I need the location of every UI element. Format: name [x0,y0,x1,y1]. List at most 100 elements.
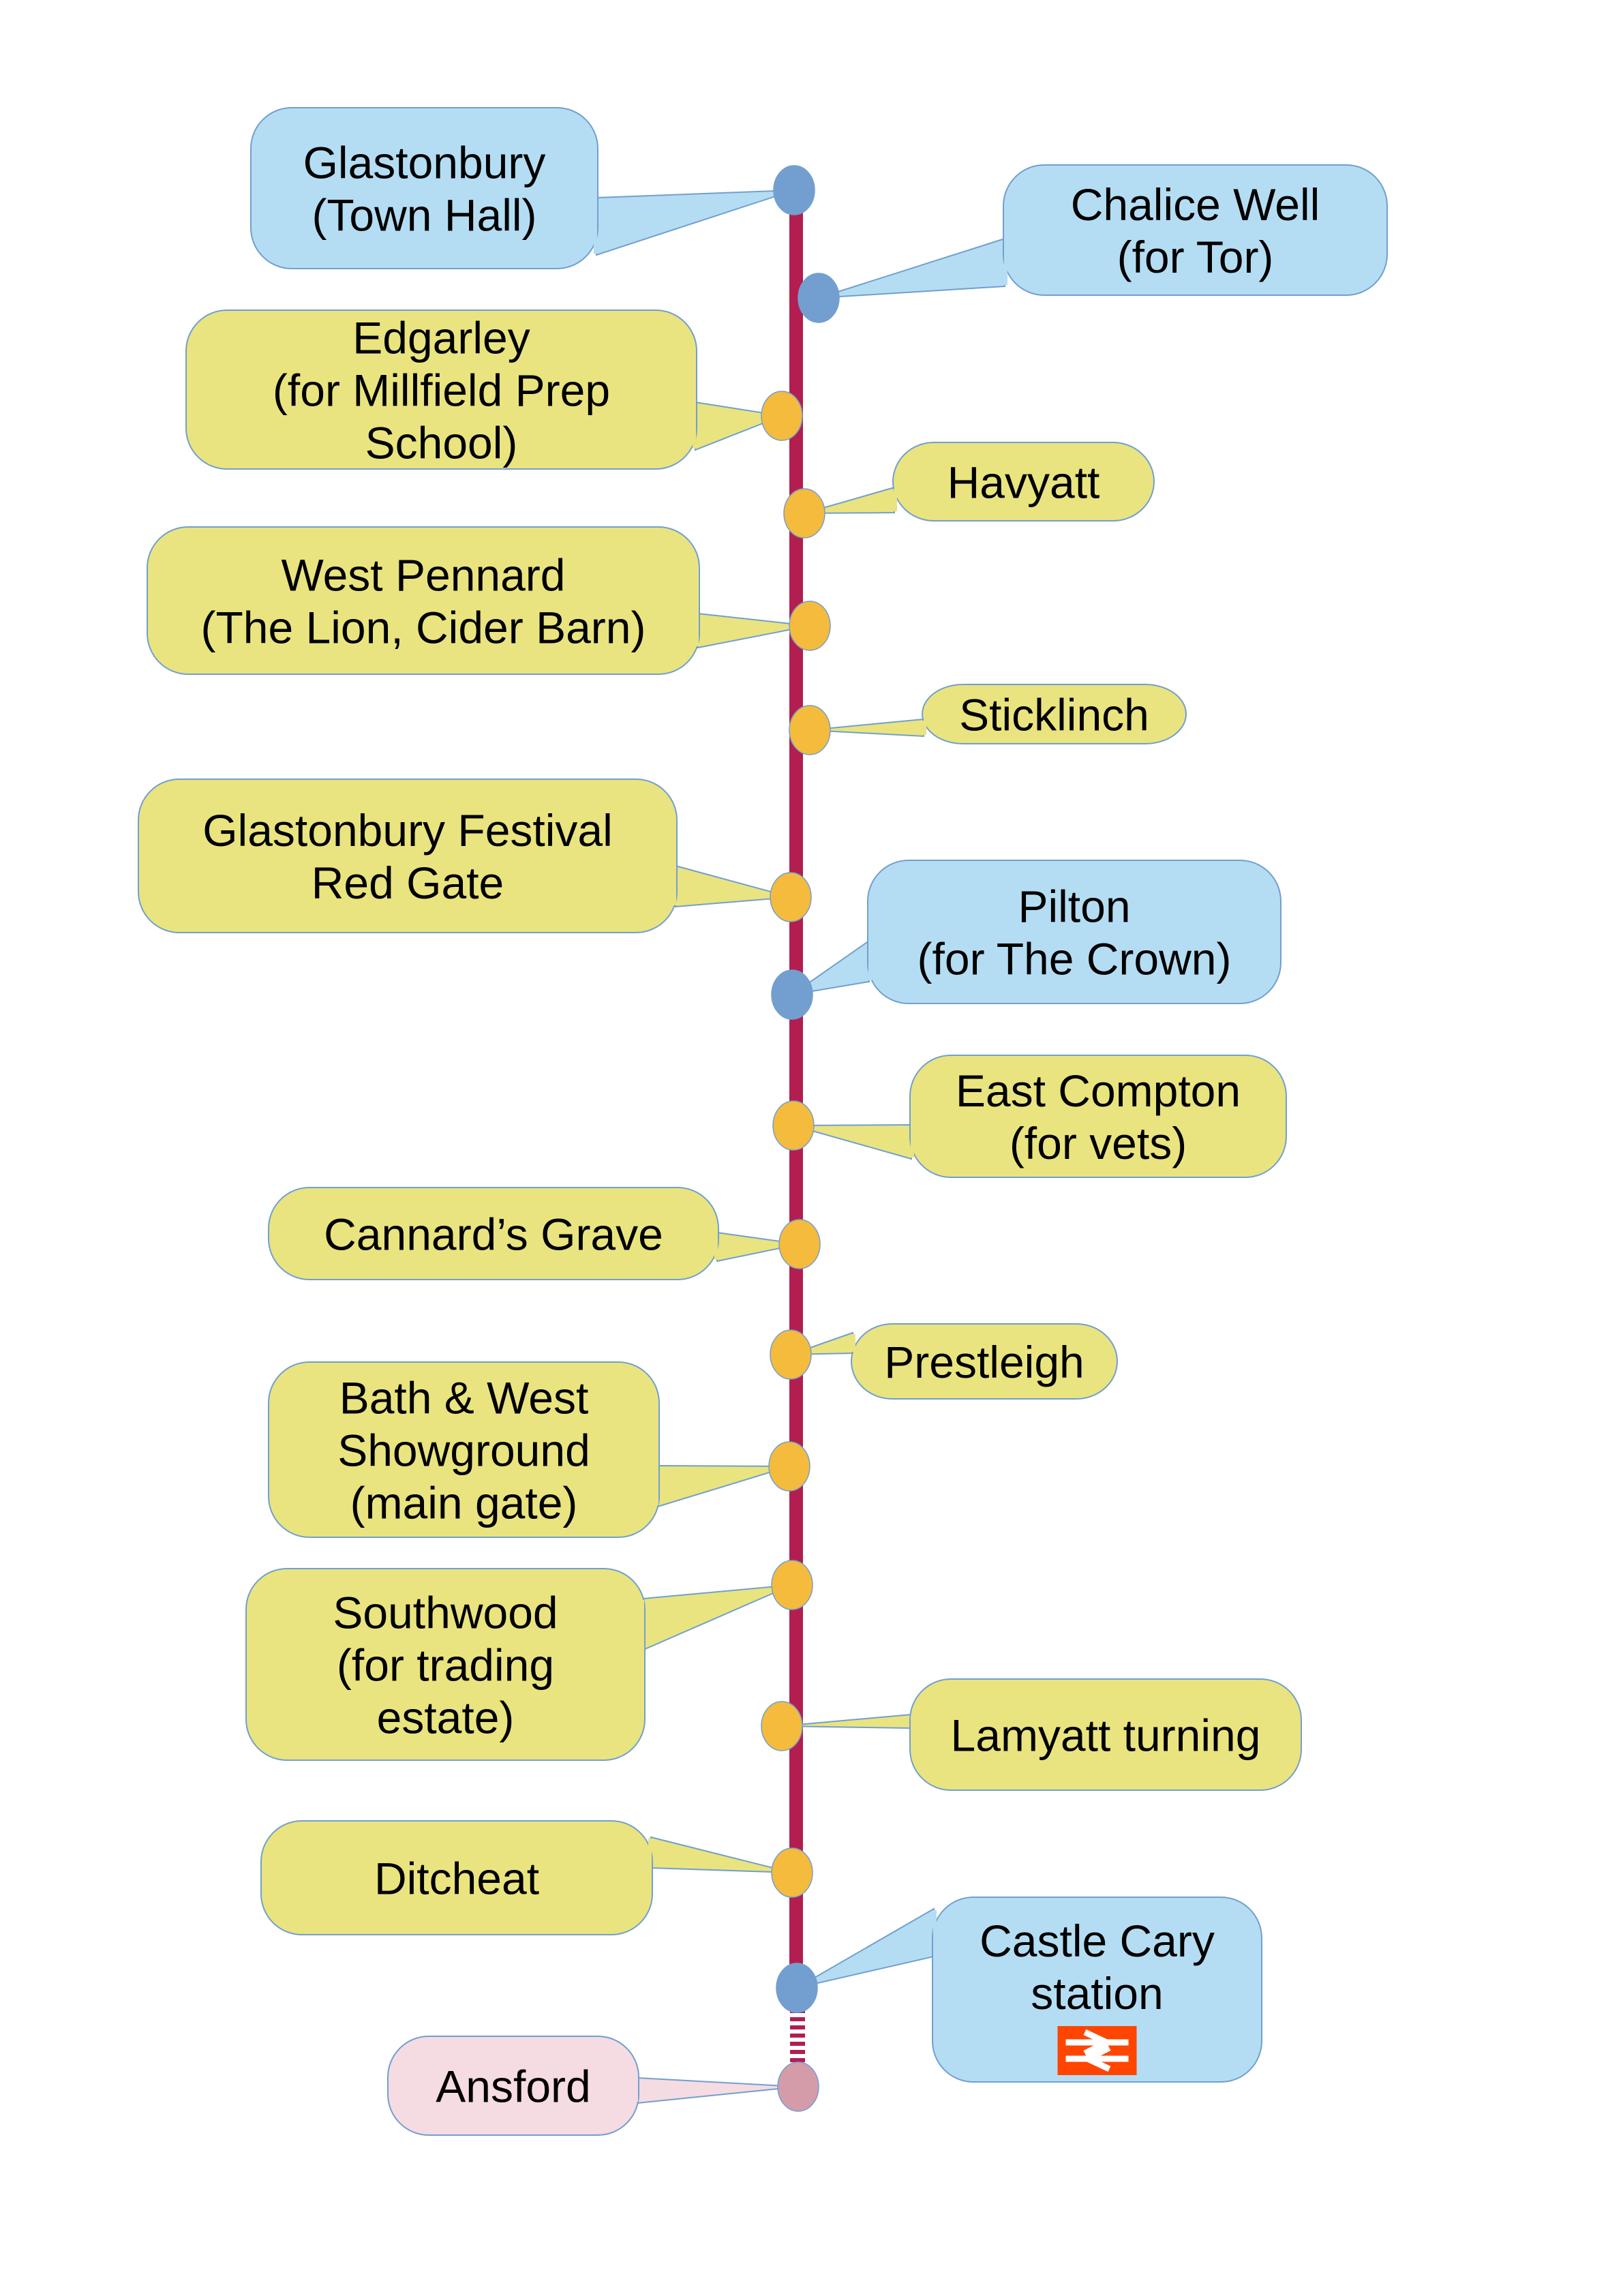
callout-seam [648,1839,652,1867]
stop-name-line: School) [365,418,518,468]
national-rail-icon [1057,2026,1137,2075]
callout-bubble [268,1361,660,1538]
callout-seam [911,1716,914,1727]
stop-name-line: Prestleigh [884,1337,1084,1387]
route-dash-segment [790,2034,805,2038]
stop-name-line: East Compton [956,1066,1241,1116]
stop-name-line: estate) [377,1693,515,1743]
stop-labels-group: Glastonbury(Town Hall)Chalice Well(for T… [138,107,1388,2136]
stop-marker-bath-west-showground [768,1441,810,1492]
stop-label-sticklinch: Sticklinch [809,684,1187,744]
callout-bubble [867,860,1281,1004]
callout-bubble [932,1897,1262,2083]
stop-marker-east-compton [772,1100,815,1151]
callout-bubble [185,309,697,470]
callout-bubble [245,1568,646,1761]
stop-name-line: Ditcheat [374,1854,539,1904]
stop-label-cannards-grave: Cannard’s Grave [268,1187,800,1280]
callout-bubble [268,1187,719,1280]
stop-name-line: Ansford [436,2061,590,2112]
stop-name-line: (main gate) [350,1478,578,1528]
callout-pointer [643,1584,793,1651]
callout-bubble [892,442,1155,522]
route-dash-segment [790,2025,805,2029]
stop-label-chalice-well: Chalice Well(for Tor) [818,164,1388,299]
callout-bubble [147,526,700,675]
callout-seam [852,1334,855,1352]
stop-marker-glastonbury-festival-red-gate [770,872,812,922]
stop-name-line: Chalice Well [1071,179,1320,230]
callout-seam [894,489,897,511]
callout-seam [868,942,872,980]
stop-name-line: station [1031,1968,1163,2019]
callout-seam [693,404,696,449]
stop-name-line: Lamyatt turning [951,1710,1261,1761]
callout-seam [714,1234,718,1260]
callout-pointer [650,1836,793,1873]
stop-markers-group [761,165,840,2112]
route-dash-segment [790,2017,805,2021]
route-dash-segment [790,2050,805,2054]
callout-seam [923,721,926,735]
stop-marker-sticklinch [789,705,831,755]
route-dash-segment [790,2058,805,2062]
stop-marker-prestleigh [770,1329,812,1380]
callout-seam [594,199,597,254]
stop-name-line: Sticklinch [959,690,1149,740]
callout-bubble [1003,164,1388,296]
route-dash-segment [790,2042,805,2046]
callout-bubble [260,1820,653,1935]
stop-name-line: Bath & West [339,1373,589,1423]
stop-label-ansford: Ansford [387,2036,799,2136]
callout-bubble [909,1678,1302,1791]
callout-pointer [596,190,795,256]
stop-name-line: (for trading [337,1640,554,1691]
stop-marker-havyatt [783,488,825,539]
stop-name-line: Pilton [1018,881,1130,932]
stop-label-west-pennard: West Pennard(The Lion, Cider Barn) [147,526,810,675]
callout-seam [635,2079,638,2102]
stop-marker-cannards-grave [778,1219,821,1269]
stop-marker-chalice-well [798,273,840,323]
stop-label-ditcheat: Ditcheat [260,1820,793,1935]
stop-name-line: Glastonbury Festival [202,805,613,856]
stop-name-line: (The Lion, Cider Barn) [201,603,646,653]
callout-seam [695,615,699,646]
stop-name-line: (for The Crown) [917,934,1232,984]
stop-marker-lamyatt-turning [761,1701,803,1751]
stop-marker-castle-cary-station [776,1963,818,2013]
callout-pointer [818,237,1005,299]
stop-name-line: Cannard’s Grave [324,1209,663,1260]
callout-bubble [387,2036,639,2136]
callout-seam [911,1126,914,1158]
stop-name-line: Glastonbury [303,138,546,188]
stop-marker-pilton [771,969,813,1020]
callout-seam [1004,240,1007,285]
stop-label-havyatt: Havyatt [804,442,1155,522]
stop-name-line: (for vets) [1010,1118,1187,1168]
callout-bubble [922,684,1187,744]
stop-name-line: Red Gate [312,858,504,908]
stop-name-line: West Pennard [281,550,565,601]
stop-name-line: Showground [337,1425,590,1476]
stop-label-east-compton: East Compton(for vets) [793,1055,1287,1178]
stop-label-pilton: Pilton(for The Crown) [791,860,1281,1004]
callout-pointer [637,2076,799,2104]
callout-seam [673,867,676,905]
callout-pointer [796,1907,935,1989]
stop-marker-glastonbury-town-hall [773,165,815,215]
stop-marker-ansford [777,2061,819,2112]
stop-name-line: (for Millfield Prep [273,365,610,416]
stop-label-glastonbury-town-hall: Glastonbury(Town Hall) [250,107,795,269]
stop-marker-southwood [771,1560,813,1610]
callout-seam [655,1467,658,1505]
stop-name-line: Southwood [333,1588,558,1638]
stop-marker-edgarley [761,391,803,441]
stop-marker-ditcheat [771,1847,813,1898]
